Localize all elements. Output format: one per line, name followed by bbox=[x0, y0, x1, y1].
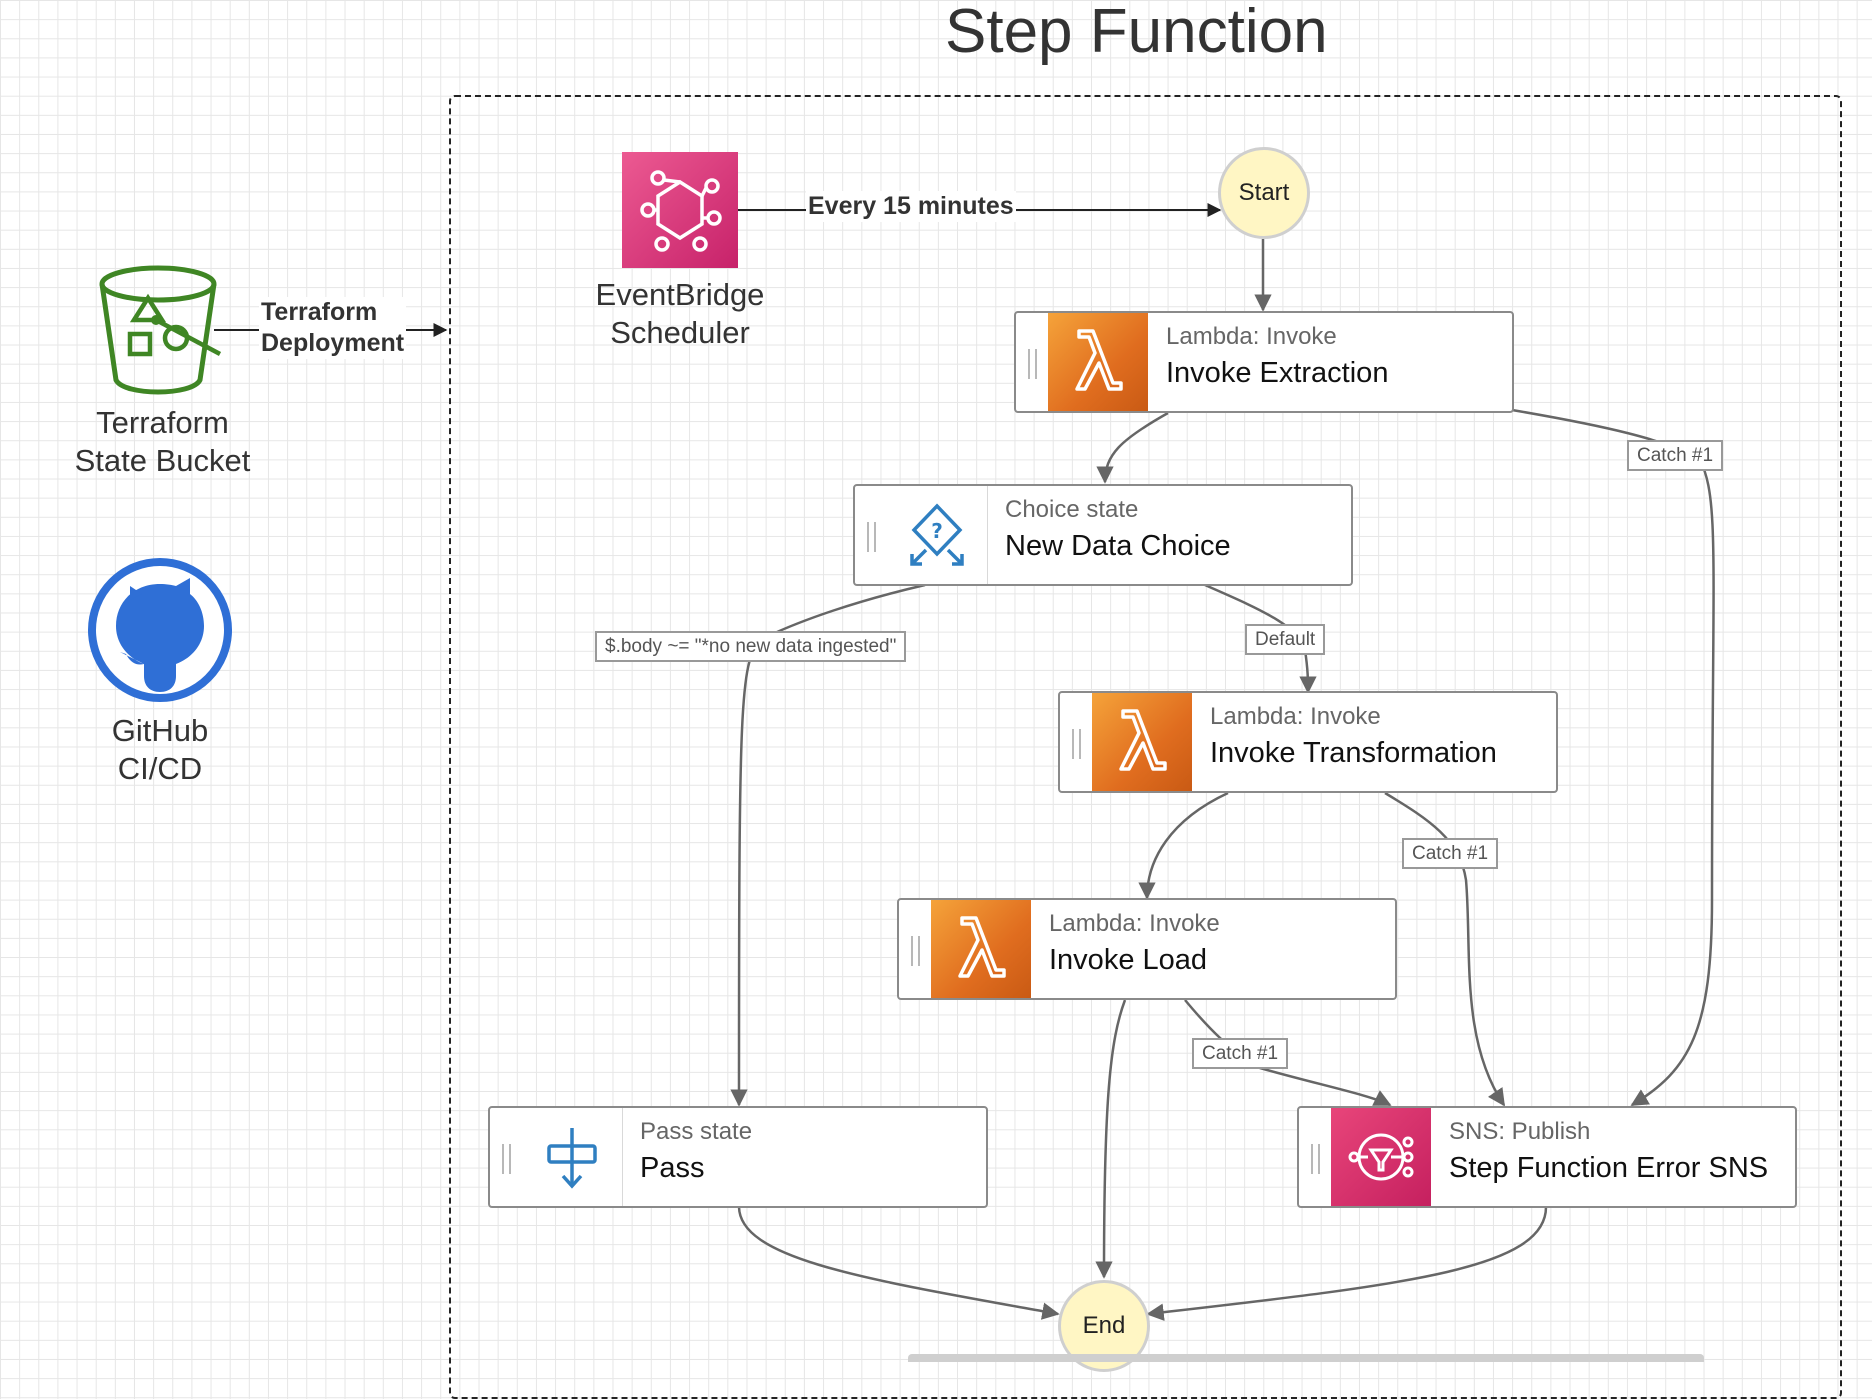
edge-pass-end bbox=[737, 1206, 1060, 1320]
eventbridge-icon bbox=[622, 152, 738, 268]
state-type: Choice state bbox=[1005, 496, 1139, 523]
drag-handle[interactable] bbox=[1028, 349, 1037, 379]
catch-tag-transformation: Catch #1 bbox=[1402, 838, 1499, 869]
svg-text:?: ? bbox=[931, 519, 943, 543]
state-type: Lambda: Invoke bbox=[1166, 323, 1337, 350]
diagram-title: Step Function bbox=[945, 0, 1328, 66]
state-name: Pass bbox=[640, 1152, 705, 1184]
state-invoke-extraction[interactable]: Lambda: Invoke Invoke Extraction bbox=[1014, 311, 1514, 413]
state-pass[interactable]: Pass state Pass bbox=[488, 1106, 988, 1208]
horizontal-scrollbar[interactable] bbox=[908, 1354, 1704, 1362]
choice-icon: ? bbox=[887, 486, 988, 584]
edge-transformation-load bbox=[1138, 791, 1229, 900]
schedule-edge-label: Every 15 minutes bbox=[806, 191, 1016, 222]
state-invoke-transformation[interactable]: Lambda: Invoke Invoke Transformation bbox=[1058, 691, 1558, 793]
start-node[interactable]: Start bbox=[1218, 147, 1310, 239]
state-new-data-choice[interactable]: ? Choice state New Data Choice bbox=[853, 484, 1353, 586]
edge-extraction-catch bbox=[1511, 408, 1715, 1107]
catch-tag-load: Catch #1 bbox=[1192, 1038, 1289, 1069]
drag-handle[interactable] bbox=[1311, 1144, 1320, 1174]
state-type: Lambda: Invoke bbox=[1210, 703, 1381, 730]
lambda-icon bbox=[931, 900, 1031, 998]
deploy-edge-label: Terraform Deployment bbox=[259, 297, 407, 359]
sns-icon bbox=[1331, 1108, 1431, 1206]
drag-handle[interactable] bbox=[1072, 729, 1081, 759]
state-type: SNS: Publish bbox=[1449, 1118, 1591, 1145]
edge-load-end bbox=[1095, 999, 1127, 1279]
edge-sns-end bbox=[1146, 1206, 1548, 1321]
catch-tag-extraction: Catch #1 bbox=[1627, 440, 1724, 471]
lambda-icon bbox=[1048, 313, 1148, 411]
state-name: Invoke Transformation bbox=[1210, 737, 1497, 769]
drag-handle[interactable] bbox=[502, 1144, 511, 1174]
pass-icon bbox=[522, 1108, 623, 1206]
bucket-label: Terraform State Bucket bbox=[74, 405, 251, 478]
scheduler-label: EventBridge Scheduler bbox=[595, 277, 765, 350]
s3-bucket-icon bbox=[96, 262, 224, 398]
lambda-icon bbox=[1092, 693, 1192, 791]
state-type: Pass state bbox=[640, 1118, 753, 1145]
drag-handle[interactable] bbox=[911, 936, 920, 966]
state-name: New Data Choice bbox=[1005, 530, 1231, 562]
state-sns-publish[interactable]: SNS: Publish Step Function Error SNS bbox=[1297, 1106, 1797, 1208]
state-type: Lambda: Invoke bbox=[1049, 910, 1220, 937]
condition-tag: $.body ~= "*no new data ingested" bbox=[595, 631, 907, 662]
github-icon bbox=[86, 556, 234, 704]
state-name: Invoke Extraction bbox=[1166, 357, 1389, 389]
state-name: Invoke Load bbox=[1049, 944, 1208, 976]
edge-extraction-choice bbox=[1096, 411, 1169, 484]
default-tag: Default bbox=[1245, 624, 1326, 655]
edge-transformation-catch bbox=[1384, 791, 1506, 1107]
github-label: GitHub CI/CD bbox=[111, 713, 209, 786]
state-invoke-load[interactable]: Lambda: Invoke Invoke Load bbox=[897, 898, 1397, 1000]
drag-handle[interactable] bbox=[867, 522, 876, 552]
state-name: Step Function Error SNS bbox=[1449, 1152, 1769, 1184]
